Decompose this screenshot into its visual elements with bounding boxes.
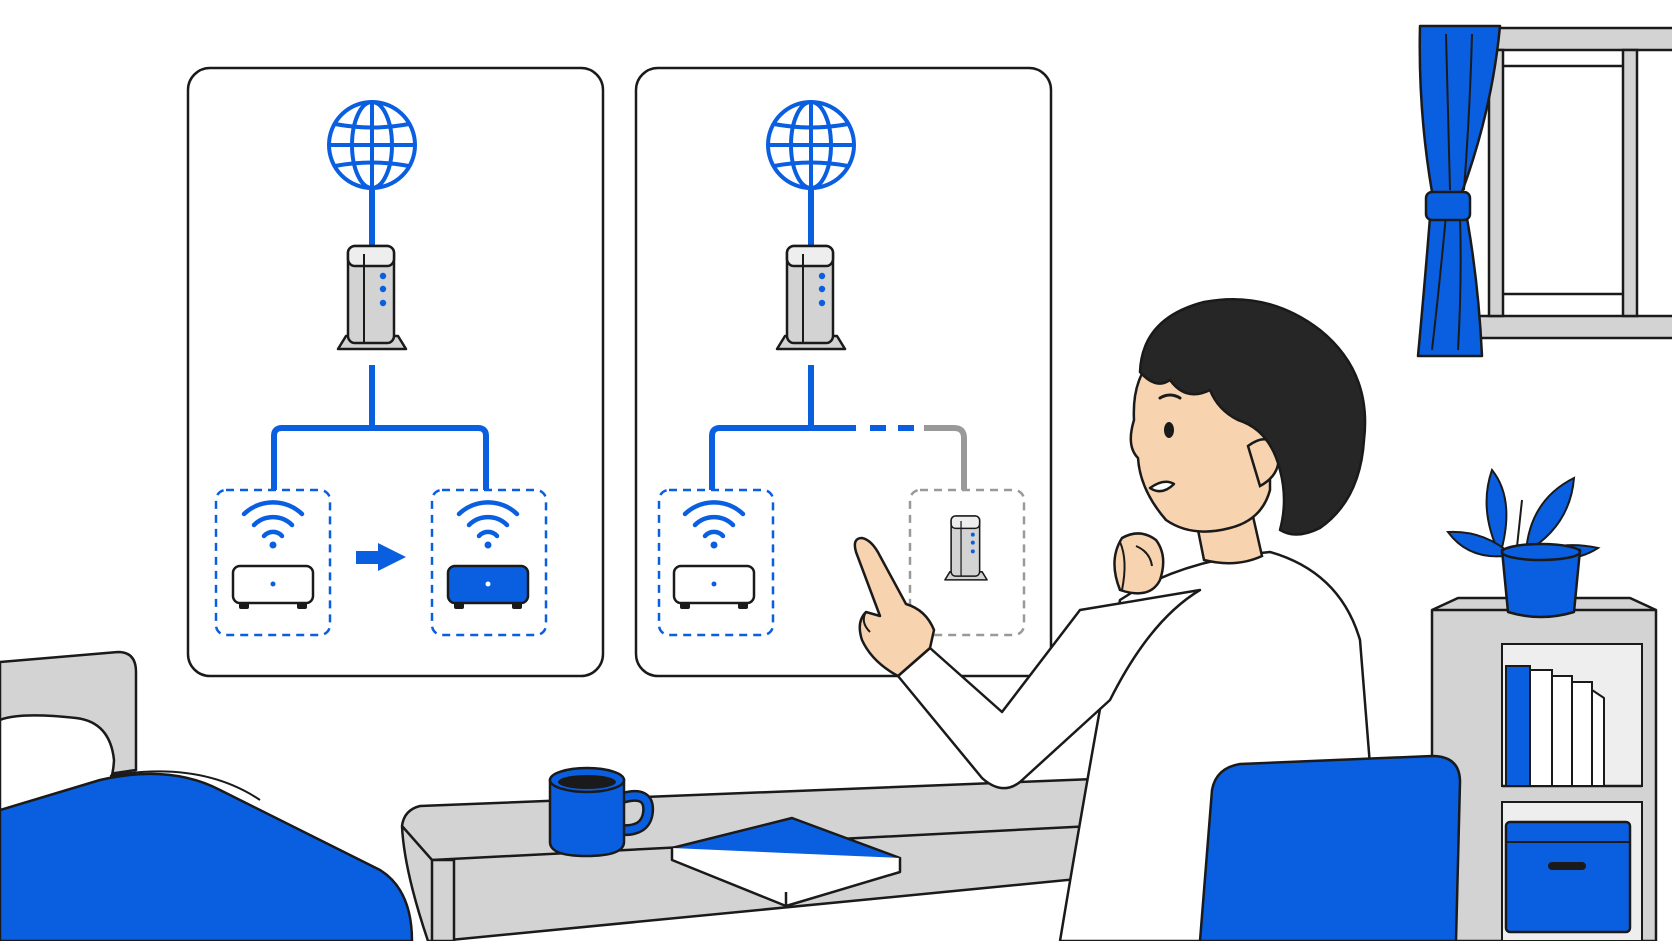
potted-plant (1446, 467, 1601, 619)
chair (1198, 754, 1462, 941)
person (853, 298, 1386, 941)
coffee-mug (548, 766, 655, 858)
router-icon (672, 564, 756, 611)
router-icon (446, 564, 530, 611)
globe-icon (766, 100, 856, 190)
bookshelf (1430, 596, 1658, 941)
diagram-panel-right (634, 66, 1053, 678)
globe-icon (327, 100, 417, 190)
diagram-panel-left (186, 66, 605, 678)
book (670, 816, 902, 908)
curtain (1416, 24, 1502, 358)
bed (0, 650, 414, 941)
router-icon (231, 564, 315, 611)
arrow-right-icon (356, 543, 406, 571)
window (1468, 26, 1672, 340)
